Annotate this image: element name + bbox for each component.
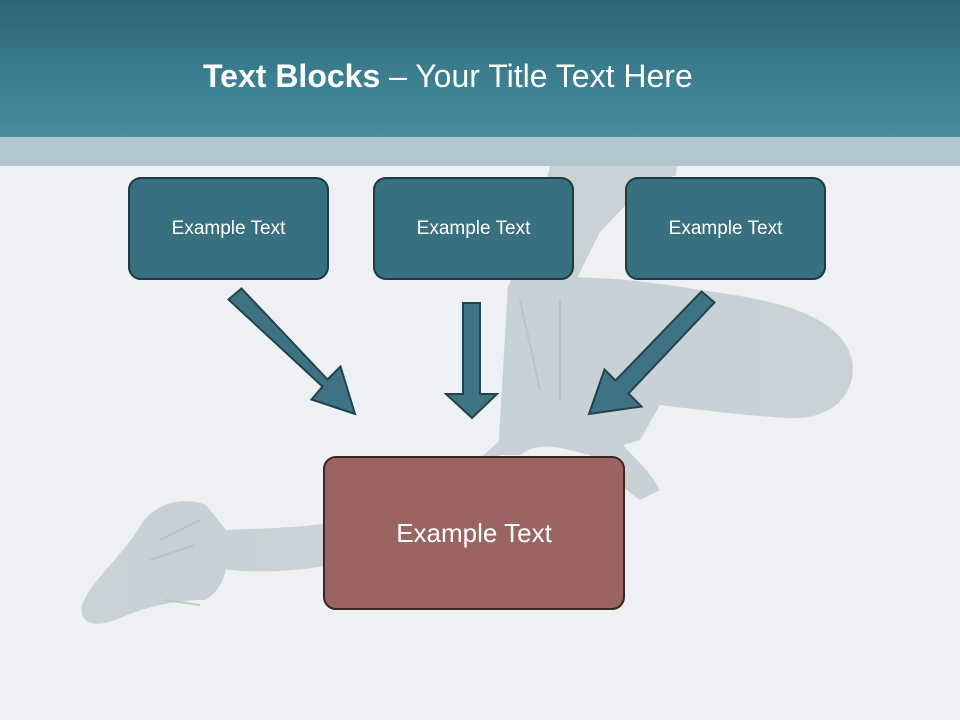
title-bar [0, 0, 960, 137]
text-block-2-label: Example Text [416, 217, 531, 239]
arrow-right-diagonal-icon [587, 290, 716, 416]
text-block-1-label: Example Text [171, 217, 286, 239]
text-block-3: Example Text [625, 177, 826, 280]
arrow-left-diagonal-icon [226, 287, 357, 416]
target-text-block-label: Example Text [396, 517, 552, 548]
title-bold: Text Blocks [203, 58, 381, 94]
text-block-3-label: Example Text [668, 217, 783, 239]
title-underband [0, 137, 960, 166]
slide-title: Text Blocks – Your Title Text Here [203, 52, 693, 100]
text-block-2: Example Text [373, 177, 574, 280]
text-block-1: Example Text [128, 177, 329, 280]
target-text-block: Example Text [323, 456, 625, 610]
title-dash: – [380, 58, 416, 94]
title-text: Your Title Text Here [415, 58, 693, 94]
arrow-down-icon [443, 302, 500, 420]
